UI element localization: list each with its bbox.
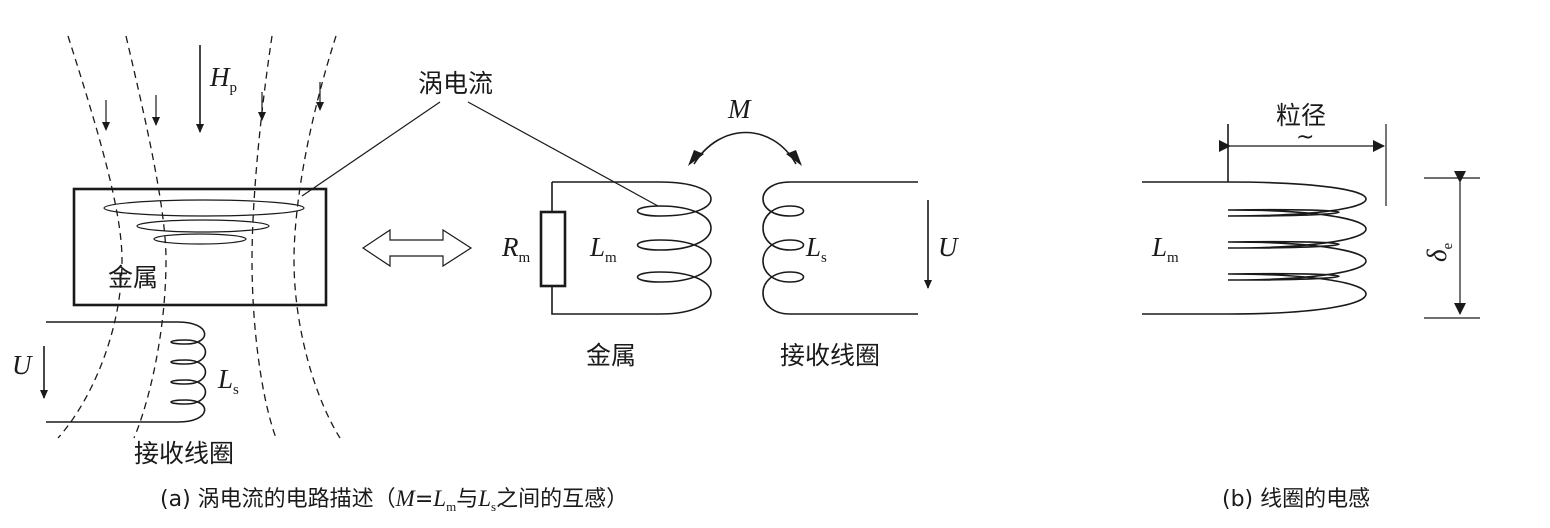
receiver-label-mid: 接收线圈 bbox=[780, 341, 880, 370]
metal-label-mid: 金属 bbox=[586, 341, 636, 370]
coil-b-turns bbox=[1227, 181, 1367, 315]
metal-block bbox=[72, 187, 328, 307]
ls-label-left: Ls bbox=[217, 364, 239, 398]
receiver-label-left: 接收线圈 bbox=[134, 439, 234, 468]
eddy-current-loops bbox=[103, 199, 305, 245]
field-line-3 bbox=[251, 35, 277, 439]
mutual-arrowhead-right bbox=[786, 150, 802, 166]
coil-b bbox=[1142, 124, 1387, 315]
receiver-coil-left bbox=[46, 321, 207, 423]
metal-circuit bbox=[539, 181, 712, 315]
ls-label-mid: Ls bbox=[805, 232, 827, 266]
hp-label: Hp bbox=[209, 62, 237, 96]
caption-b: (b) 线圈的电感 bbox=[1222, 487, 1370, 512]
caption-a: (a) 涡电流的电路描述（M=Lm与Ls之间的互感） bbox=[160, 486, 628, 514]
field-line-4 bbox=[293, 35, 341, 439]
receiver-circuit bbox=[762, 181, 918, 315]
metal-label-left: 金属 bbox=[108, 263, 158, 292]
eddy-leader-right bbox=[467, 101, 659, 207]
m-label: M bbox=[727, 94, 752, 124]
field-line-1 bbox=[57, 35, 123, 439]
eddy-current-label: 涡电流 bbox=[418, 69, 493, 98]
lm-label-mid: Lm bbox=[589, 232, 617, 266]
equivalence-arrow bbox=[361, 228, 473, 268]
u-label-right: U bbox=[938, 232, 959, 262]
lm-label-b: Lm bbox=[1151, 232, 1179, 266]
coil-ls bbox=[762, 181, 805, 315]
mutual-inductance-arc bbox=[693, 131, 797, 165]
u-label-left: U bbox=[12, 350, 33, 380]
grain-size-tilde: ~ bbox=[1296, 125, 1314, 150]
coil-lm bbox=[636, 181, 712, 315]
resistor-rm bbox=[539, 210, 567, 288]
rm-label: Rm bbox=[501, 232, 531, 266]
field-lines bbox=[57, 35, 341, 439]
delta-label: δe bbox=[1422, 242, 1456, 262]
eddy-leader-left bbox=[301, 101, 441, 197]
mutual-arrowhead-left bbox=[688, 150, 704, 166]
grain-size-label: 粒径 bbox=[1276, 101, 1326, 130]
